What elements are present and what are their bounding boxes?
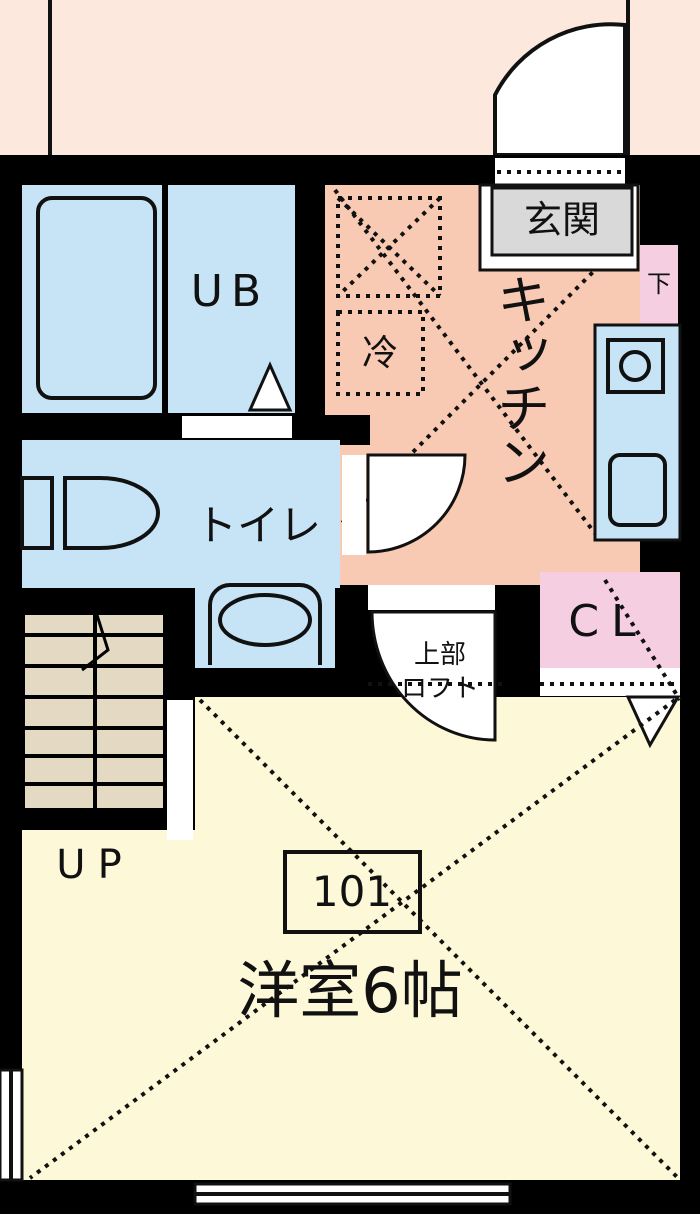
kitchen-label: キッチン bbox=[487, 272, 550, 488]
stove bbox=[606, 338, 665, 394]
fridge-space bbox=[336, 196, 442, 298]
fridge-label: 冷 bbox=[361, 333, 399, 374]
shoe-storage bbox=[640, 245, 678, 325]
main-room-label: 洋室6帖 bbox=[237, 954, 463, 1027]
stairs-label: UP bbox=[56, 842, 134, 888]
closet bbox=[540, 572, 680, 668]
entrance-label: 玄関 bbox=[523, 198, 601, 242]
main-room bbox=[22, 830, 197, 1180]
entrance-door bbox=[493, 22, 627, 157]
toilet-label: トイレ bbox=[194, 501, 322, 550]
burner-icon bbox=[619, 350, 651, 382]
toilet-tank bbox=[20, 476, 54, 550]
bathtub bbox=[36, 196, 157, 400]
bath-label: UB bbox=[190, 266, 270, 317]
sink bbox=[247, 361, 293, 412]
stairs bbox=[22, 612, 165, 830]
bath-door bbox=[182, 416, 292, 438]
toilet-bowl bbox=[63, 476, 160, 550]
toilet-door bbox=[366, 453, 467, 554]
main-room bbox=[195, 697, 680, 1180]
bath-room bbox=[22, 185, 295, 413]
shoe-storage-label: 下 bbox=[647, 270, 671, 298]
washbasin bbox=[208, 583, 322, 665]
unit-number-box bbox=[283, 850, 422, 934]
loft-label-2: ロフト bbox=[400, 674, 480, 704]
room-door bbox=[370, 610, 497, 742]
toilet-room bbox=[22, 440, 340, 588]
loft-label-1: 上部 bbox=[413, 640, 467, 670]
kitchen-sink bbox=[608, 453, 667, 527]
unit-number: 101 bbox=[311, 867, 393, 916]
closet-label: CL bbox=[568, 596, 648, 647]
